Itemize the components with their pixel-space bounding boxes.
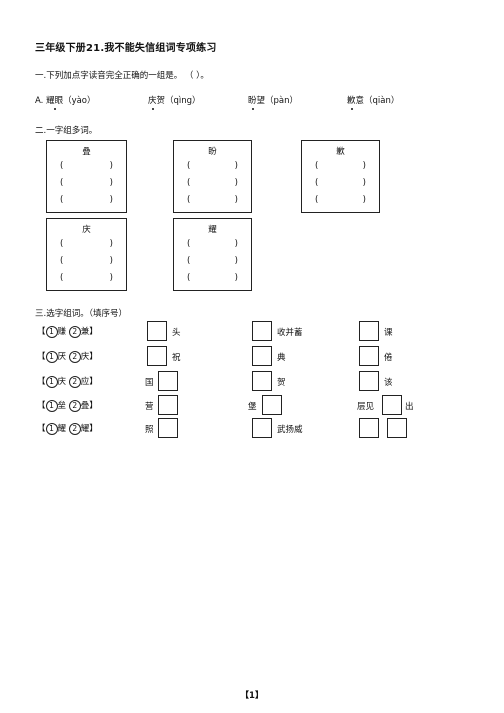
- word-fragment: 营: [145, 402, 154, 412]
- word-box-5: 耀 () () (): [173, 218, 252, 291]
- circled-number: 1: [45, 399, 58, 412]
- answer-box[interactable]: [252, 371, 272, 391]
- answer-box[interactable]: [382, 395, 402, 415]
- circled-number: 2: [68, 422, 81, 435]
- section3-heading: 三.选字组词。（填序号）: [35, 309, 127, 319]
- word-box-1: 叠 () () (): [46, 140, 127, 213]
- word-fragment: 国: [145, 378, 154, 388]
- answer-box[interactable]: [158, 418, 178, 438]
- circled-number: 2: [68, 399, 81, 412]
- page-number: 【1】: [240, 691, 264, 701]
- word-fragment: 堡: [248, 402, 257, 412]
- emphasis-dot: [152, 108, 154, 110]
- section2-heading: 二.一字组多词。: [35, 126, 98, 136]
- circled-number: 2: [68, 350, 81, 363]
- circled-number: 2: [68, 375, 81, 388]
- box-char: 叠: [82, 147, 91, 157]
- word-box-4: 庆 () () (): [46, 218, 127, 291]
- answer-box[interactable]: [359, 346, 379, 366]
- word-fragment: 层见: [357, 402, 375, 412]
- answer-box[interactable]: [147, 321, 167, 341]
- word-fragment: 祝: [172, 353, 181, 363]
- answer-box[interactable]: [359, 321, 379, 341]
- answer-box[interactable]: [359, 418, 379, 438]
- answer-box[interactable]: [359, 371, 379, 391]
- word-fragment: 照: [145, 425, 154, 435]
- emphasis-dot: [252, 108, 254, 110]
- answer-box[interactable]: [387, 418, 407, 438]
- word-fragment: 课: [384, 328, 393, 338]
- circled-number: 1: [45, 350, 58, 363]
- word-fragment: 该: [384, 378, 393, 388]
- option-c: 盼望（pàn）: [248, 96, 298, 106]
- box-char: 庆: [82, 225, 91, 235]
- answer-box[interactable]: [158, 395, 178, 415]
- answer-box[interactable]: [252, 321, 272, 341]
- word-fragment: 收并蓄: [277, 328, 303, 338]
- emphasis-dot: [351, 108, 353, 110]
- option-b: 庆贺（qìng）: [148, 96, 201, 106]
- word-box-3: 歉 () () (): [301, 140, 380, 213]
- answer-box[interactable]: [147, 346, 167, 366]
- option-a: A. 耀眼（yào）: [35, 96, 96, 106]
- circled-number: 1: [45, 375, 58, 388]
- answer-box[interactable]: [158, 371, 178, 391]
- circled-number: 1: [45, 422, 58, 435]
- word-fragment: 贺: [277, 378, 286, 388]
- box-char: 盼: [208, 147, 217, 157]
- word-fragment: 武扬威: [277, 425, 303, 435]
- page-title: 三年级下册21.我不能失信组词专项练习: [35, 43, 217, 54]
- circled-number: 1: [45, 325, 58, 338]
- word-fragment: 出: [405, 402, 414, 412]
- answer-box[interactable]: [262, 395, 282, 415]
- answer-box[interactable]: [252, 418, 272, 438]
- option-d: 歉意（qiàn）: [347, 96, 400, 106]
- word-fragment: 倦: [384, 353, 393, 363]
- box-char: 歉: [336, 147, 345, 157]
- section1-heading: 一.下列加点字读音完全正确的一组是。 （ ）。: [35, 71, 209, 81]
- emphasis-dot: [54, 108, 56, 110]
- answer-box[interactable]: [252, 346, 272, 366]
- word-box-2: 盼 () () (): [173, 140, 252, 213]
- word-fragment: 头: [172, 328, 181, 338]
- circled-number: 2: [68, 325, 81, 338]
- box-char: 耀: [208, 225, 217, 235]
- word-fragment: 典: [277, 353, 286, 363]
